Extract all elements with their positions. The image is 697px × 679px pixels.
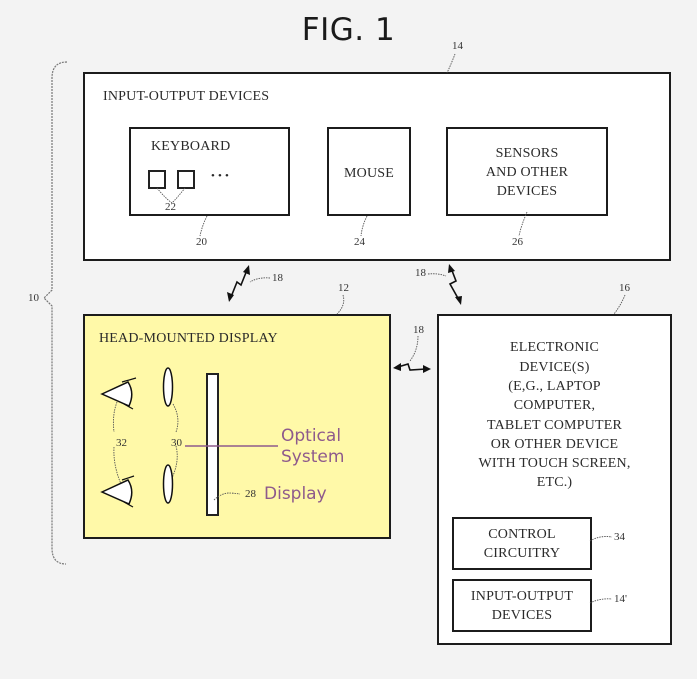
wireless-link-device-io (448, 267, 460, 301)
control-circuitry-label-line-2: CIRCUITRY (483, 546, 561, 561)
sensors-ref: 26 (512, 236, 523, 248)
display-ref: 28 (245, 488, 256, 500)
link-hmd-device-ref: 18 (413, 324, 424, 336)
leader-12 (336, 294, 345, 315)
wireless-link-hmd-device (397, 363, 427, 371)
more-keys-ellipsis: • • • (211, 170, 230, 182)
lenses-ref: 30 (171, 437, 182, 449)
device-io-label-line-1: INPUT-OUTPUT (470, 589, 574, 604)
arrowhead (448, 264, 455, 273)
arrowhead (423, 365, 431, 373)
device-label-line-8: ETC.) (536, 475, 573, 490)
keyboard-label: KEYBOARD (151, 139, 231, 154)
leader-14 (446, 53, 456, 74)
leader-18-b (427, 273, 447, 277)
eyes-ref: 32 (116, 437, 127, 449)
hmd-title: HEAD-MOUNTED DISPLAY (99, 331, 278, 346)
control-circuitry-label-line-1: CONTROL (488, 527, 556, 542)
device-label-line-2: DEVICE(S) (519, 360, 590, 375)
leader-16 (613, 294, 626, 315)
system-ref-label: 10 (28, 292, 39, 304)
io-devices-ref: 14 (452, 40, 463, 52)
device-label-line-5: TABLET COMPUTER (486, 418, 622, 433)
device-io-box: INPUT-OUTPUT DEVICES (452, 579, 592, 632)
wireless-link-hmd-io (230, 269, 248, 298)
device-io-ref: 14' (614, 593, 627, 605)
key-icon (177, 170, 195, 189)
device-label-line-1: ELECTRONIC (509, 340, 600, 355)
optical-system-callout-line-2: System (281, 447, 345, 467)
arrowhead (227, 292, 234, 302)
device-label-line-4: COMPUTER, (513, 398, 596, 413)
control-circuitry-ref: 34 (614, 531, 625, 543)
sensors-label-line-1: SENSORS (495, 146, 559, 161)
device-label-line-6: OR OTHER DEVICE (490, 437, 619, 452)
hmd-box: HEAD-MOUNTED DISPLAY 32 30 28 (83, 314, 391, 539)
hmd-ref: 12 (338, 282, 349, 294)
device-label-line-7: WITH TOUCH SCREEN, (478, 456, 631, 471)
keyboard-ref: 20 (196, 236, 207, 248)
leader-18-a (249, 277, 271, 283)
electronic-device-ref: 16 (619, 282, 630, 294)
sensors-label-line-2: AND OTHER (485, 165, 569, 180)
keys-ref: 22 (165, 201, 176, 213)
sensors-box: SENSORS AND OTHER DEVICES (446, 127, 608, 216)
keyboard-box: KEYBOARD • • • 22 (129, 127, 290, 216)
display-callout: Display (264, 484, 327, 504)
arrowhead (455, 296, 462, 305)
mouse-label: MOUSE (343, 166, 394, 181)
link-device-io-ref: 18 (415, 267, 426, 279)
optical-system-callout-line-1: Optical (281, 426, 342, 446)
mouse-box: MOUSE (327, 127, 411, 216)
io-devices-title: INPUT-OUTPUT DEVICES (103, 89, 270, 104)
key-icon (148, 170, 166, 189)
device-io-label-line-2: DEVICES (491, 608, 553, 623)
sensors-label-line-3: DEVICES (496, 184, 558, 199)
link-hmd-io-ref: 18 (272, 272, 283, 284)
display-panel (206, 373, 219, 516)
leader-18-c (409, 335, 419, 362)
arrowhead (243, 265, 250, 275)
control-circuitry-box: CONTROL CIRCUITRY (452, 517, 592, 570)
mouse-ref: 24 (354, 236, 365, 248)
device-label-line-3: (E,G., LAPTOP (508, 379, 601, 394)
arrowhead (393, 363, 401, 371)
electronic-device-box: ELECTRONIC DEVICE(S) (E,G., LAPTOP COMPU… (437, 314, 672, 645)
figure-title: FIG. 1 (301, 12, 396, 48)
